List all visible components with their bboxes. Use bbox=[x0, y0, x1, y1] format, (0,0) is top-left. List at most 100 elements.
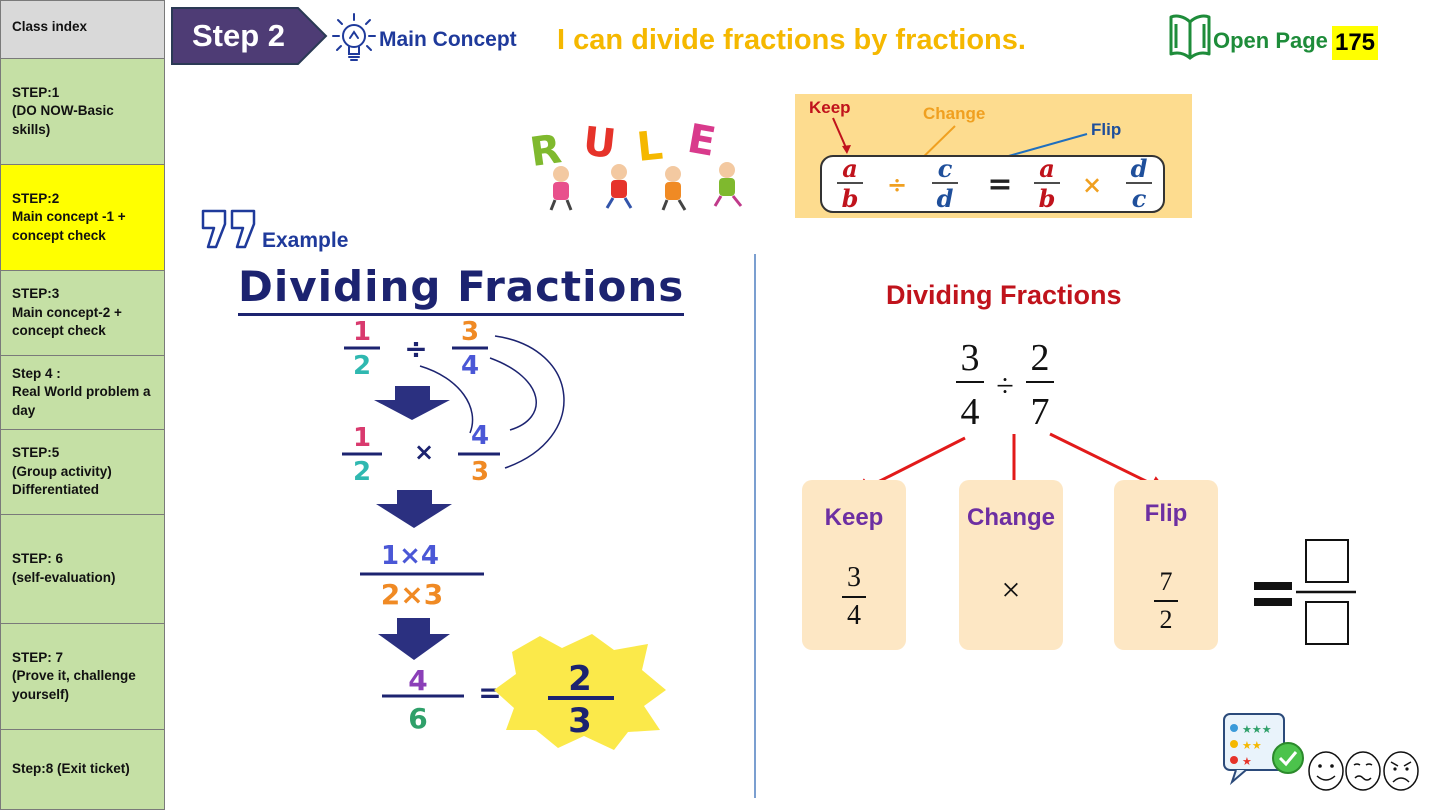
sidebar-item-step-3[interactable]: STEP:3 Main concept-2 + concept check bbox=[0, 270, 165, 356]
svg-text:2: 2 bbox=[353, 457, 371, 487]
example-step-2: 1 2 × 4 3 bbox=[342, 421, 500, 487]
sidebar-item-label: STEP:3 Main concept-2 + concept check bbox=[12, 286, 122, 339]
sidebar-item-step-2[interactable]: STEP:2 Main concept -1 + concept check bbox=[0, 164, 165, 271]
svg-text:6: 6 bbox=[408, 702, 427, 735]
svg-text:4: 4 bbox=[461, 351, 479, 381]
example-label: Example bbox=[262, 229, 349, 252]
svg-text:1: 1 bbox=[353, 318, 371, 347]
sidebar-item-step-7[interactable]: STEP: 7 (Prove it, challenge yourself) bbox=[0, 623, 165, 730]
formula-frame bbox=[820, 155, 1165, 213]
formula-c: c bbox=[938, 154, 953, 183]
rule-letter: L bbox=[635, 123, 665, 171]
formula-a: a bbox=[842, 154, 858, 183]
sidebar-item-label: Step 4 : Real World problem a day bbox=[12, 365, 151, 418]
rule-letter: E bbox=[684, 116, 719, 166]
svg-text:4: 4 bbox=[408, 664, 427, 697]
formula-d: d bbox=[937, 184, 954, 213]
rule-formula-box: Keep Change Flip a b ÷ c d = a b × d bbox=[795, 94, 1192, 218]
formula-b: b bbox=[1039, 184, 1056, 213]
problem-divide: ÷ bbox=[996, 367, 1014, 403]
svg-text:4: 4 bbox=[471, 421, 489, 451]
problem-num-2: 2 bbox=[1031, 337, 1050, 379]
sidebar-item-label: STEP: 6 (self-evaluation) bbox=[12, 551, 116, 585]
keep-card: Keep 3 4 bbox=[802, 480, 906, 650]
formula-divide: ÷ bbox=[887, 170, 907, 199]
sidebar-item-step-5[interactable]: STEP:5 (Group activity) Differentiated bbox=[0, 429, 165, 515]
sidebar: Class index STEP:1 (DO NOW-Basic skills)… bbox=[0, 0, 165, 810]
page-number: 175 bbox=[1332, 26, 1378, 60]
sidebar-item-class-index[interactable]: Class index bbox=[0, 0, 165, 59]
section-divider bbox=[754, 254, 756, 798]
svg-text:3: 3 bbox=[568, 701, 592, 741]
formula-a: a bbox=[1039, 154, 1055, 183]
formula-d: d bbox=[1131, 154, 1148, 183]
sidebar-item-step-4[interactable]: Step 4 : Real World problem a day bbox=[0, 355, 165, 430]
flip-fraction: 7 2 bbox=[1114, 566, 1218, 636]
problem-num-1: 3 bbox=[961, 337, 980, 379]
svg-text:★★: ★★ bbox=[1242, 739, 1262, 752]
rule-kids-illustration: R U L E bbox=[527, 116, 743, 211]
example-title: Dividing Fractions bbox=[238, 262, 685, 316]
svg-text:2×3: 2×3 bbox=[381, 578, 443, 611]
svg-text:3: 3 bbox=[461, 318, 479, 347]
rule-letter: U bbox=[581, 119, 618, 168]
down-arrow-icon bbox=[378, 618, 450, 660]
down-arrow-icon bbox=[374, 386, 450, 420]
sidebar-item-label: STEP:1 (DO NOW-Basic skills) bbox=[12, 84, 114, 137]
svg-text:÷: ÷ bbox=[404, 332, 427, 365]
step-label: Step 2 bbox=[192, 18, 286, 53]
problem-den-2: 7 bbox=[1031, 391, 1050, 433]
swap-arrows bbox=[419, 335, 565, 469]
open-page-label: Open Page bbox=[1213, 28, 1328, 53]
sidebar-item-label: Class index bbox=[12, 19, 88, 34]
quote-icon bbox=[201, 209, 256, 249]
step-badge: Step 2 bbox=[170, 6, 330, 66]
lightbulb-icon bbox=[332, 13, 376, 61]
answer-blank bbox=[1254, 539, 1356, 645]
svg-text:3: 3 bbox=[471, 457, 489, 487]
example-worked-steps: 1 2 ÷ 3 4 1 2 × 4 3 1×4 2×3 bbox=[342, 318, 666, 750]
down-arrow-icon bbox=[376, 490, 452, 528]
change-label: Change bbox=[923, 104, 986, 123]
svg-text:1: 1 bbox=[353, 423, 371, 453]
svg-text:2: 2 bbox=[353, 351, 371, 381]
svg-text:★★★: ★★★ bbox=[1242, 723, 1272, 736]
rating-feedback-icon: ★★★ ★★ ★ bbox=[1223, 713, 1304, 786]
sidebar-item-label: Step:8 (Exit ticket) bbox=[12, 761, 130, 777]
example-step-3: 1×4 2×3 bbox=[360, 541, 484, 611]
learning-objective: I can divide fractions by fractions. bbox=[557, 24, 1026, 56]
keep-label: Keep bbox=[809, 98, 851, 117]
svg-text:×: × bbox=[414, 438, 434, 466]
numerator-box[interactable] bbox=[1305, 539, 1349, 583]
svg-text:★: ★ bbox=[1242, 755, 1252, 768]
kids-figures bbox=[549, 162, 743, 211]
change-card: Change × bbox=[959, 480, 1063, 650]
example-step-4: 4 6 = 2 3 bbox=[382, 634, 666, 750]
sidebar-item-step-6[interactable]: STEP: 6 (self-evaluation) bbox=[0, 514, 165, 624]
flip-label: Flip bbox=[1091, 120, 1122, 139]
star-burst bbox=[494, 634, 666, 750]
svg-text:=: = bbox=[478, 676, 501, 709]
change-card-label: Change bbox=[966, 504, 1055, 531]
formula-b: b bbox=[842, 184, 859, 213]
sidebar-item-step-1[interactable]: STEP:1 (DO NOW-Basic skills) bbox=[0, 58, 165, 165]
sidebar-item-label: STEP:2 Main concept -1 + concept check bbox=[12, 190, 126, 243]
sidebar-item-label: STEP:5 (Group activity) Differentiated bbox=[12, 445, 112, 498]
flip-card: Flip 7 2 bbox=[1114, 480, 1218, 650]
formula-equals: = bbox=[987, 167, 1012, 202]
keep-card-label: Keep bbox=[824, 504, 884, 531]
example-step-1: 1 2 ÷ 3 4 bbox=[344, 318, 488, 381]
formula-c: c bbox=[1132, 184, 1147, 213]
denominator-box[interactable] bbox=[1305, 601, 1349, 645]
happy-face-icon[interactable] bbox=[1307, 750, 1345, 792]
sidebar-item-step-8[interactable]: Step:8 (Exit ticket) bbox=[0, 729, 165, 810]
formula-times: × bbox=[1082, 170, 1102, 199]
problem-den-1: 4 bbox=[961, 391, 980, 433]
neutral-face-icon[interactable] bbox=[1344, 750, 1382, 792]
practice-title: Dividing Fractions bbox=[886, 280, 1122, 310]
open-book-icon bbox=[1169, 14, 1211, 60]
flip-card-label: Flip bbox=[1144, 500, 1188, 527]
main-concept-label: Main Concept bbox=[379, 28, 517, 51]
sidebar-item-label: STEP: 7 (Prove it, challenge yourself) bbox=[12, 649, 136, 702]
sad-face-icon[interactable] bbox=[1382, 750, 1420, 792]
